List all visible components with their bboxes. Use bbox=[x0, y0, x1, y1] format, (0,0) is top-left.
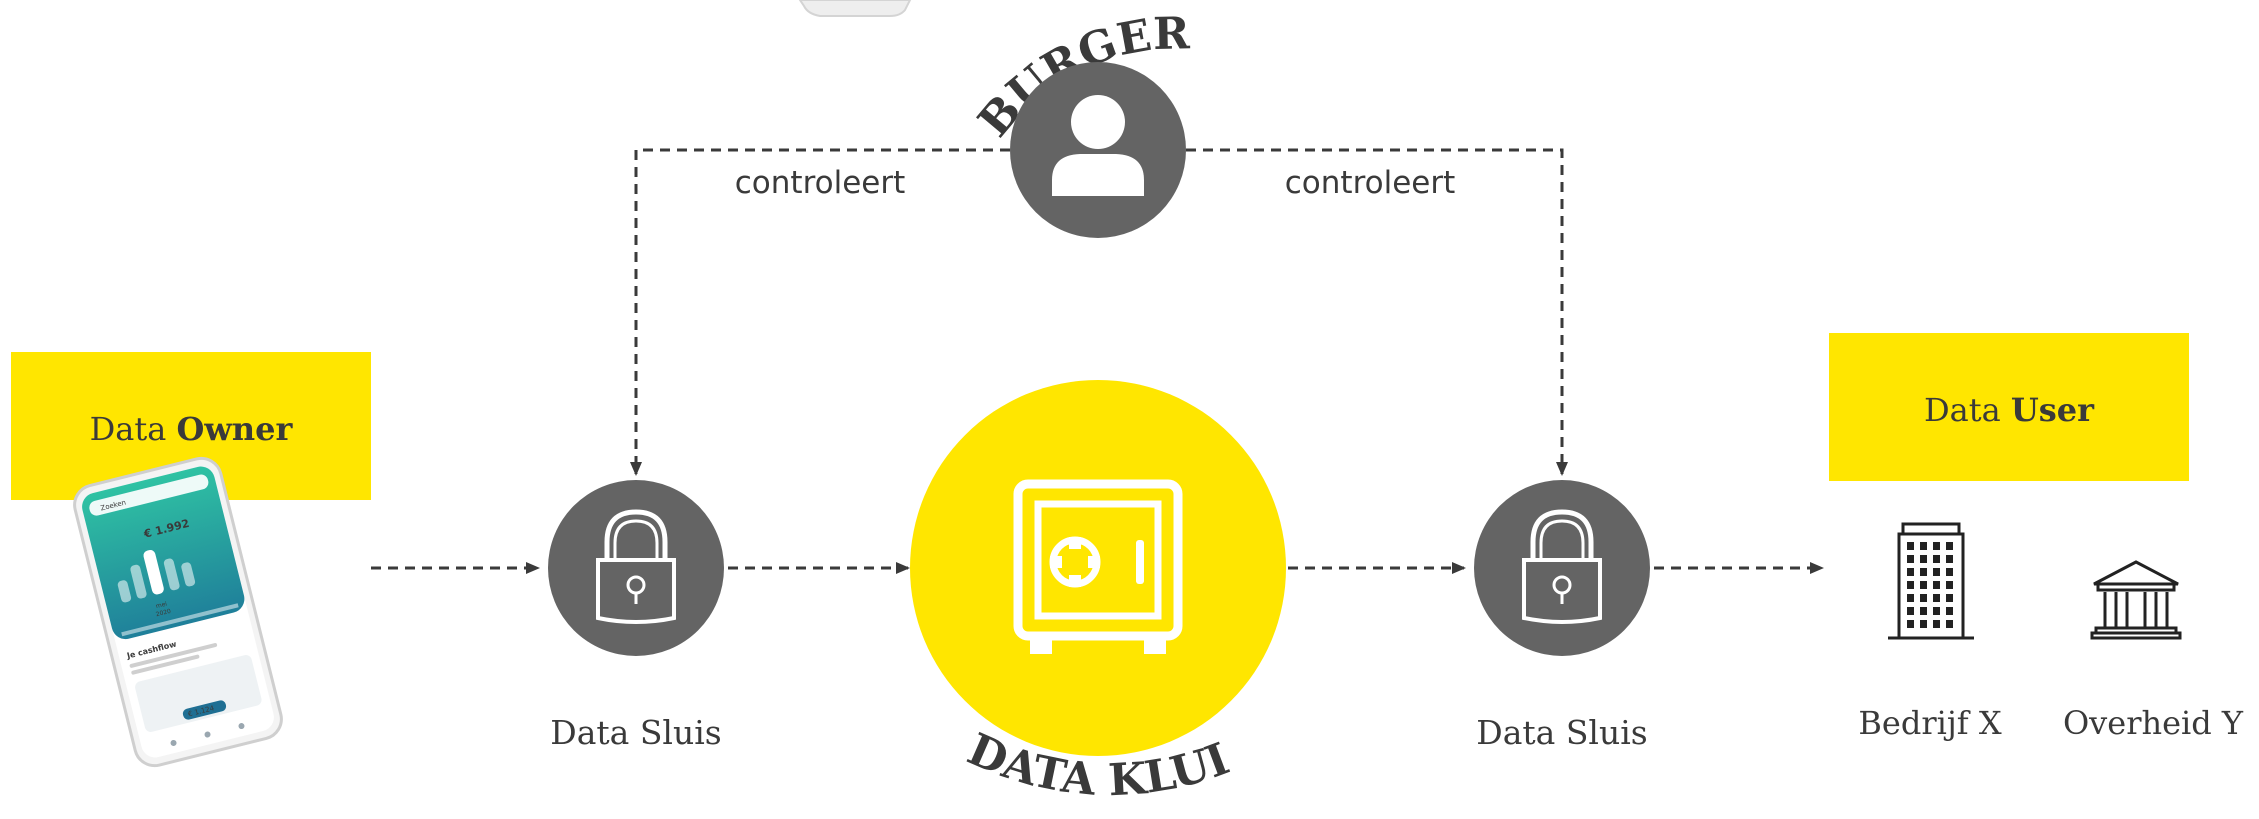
control-line-right bbox=[1186, 148, 1568, 476]
building-window bbox=[1907, 568, 1914, 576]
phone-month: mei bbox=[155, 600, 168, 610]
building-window bbox=[1920, 581, 1927, 589]
building-window bbox=[1920, 555, 1927, 563]
building-window bbox=[1920, 568, 1927, 576]
building-window bbox=[1920, 620, 1927, 628]
data-user-strong: User bbox=[2011, 391, 2095, 429]
building-window bbox=[1946, 568, 1953, 576]
building-window bbox=[1946, 542, 1953, 550]
building-window bbox=[1946, 581, 1953, 589]
data-user-box: Data User bbox=[1829, 333, 2189, 481]
office-building-icon bbox=[1888, 522, 1974, 640]
building-window bbox=[1907, 594, 1914, 602]
building-window bbox=[1920, 607, 1927, 615]
building-window bbox=[1907, 542, 1914, 550]
svg-text:Data Owner: Data Owner bbox=[90, 410, 294, 448]
controls-left-label: controleert bbox=[735, 165, 906, 201]
recipient-government-label: Overheid Y bbox=[2063, 704, 2244, 742]
recipient-company-label: Bedrijf X bbox=[1858, 704, 2001, 742]
building-window bbox=[1933, 555, 1940, 563]
phone-mockup: Zoeken € 1.992 mei 2020 Je cashflow € 1.… bbox=[73, 456, 283, 768]
building-window bbox=[1920, 594, 1927, 602]
device-fragment bbox=[798, 0, 912, 17]
building-window bbox=[1933, 542, 1940, 550]
building-window bbox=[1946, 555, 1953, 563]
building-window bbox=[1933, 620, 1940, 628]
building-window bbox=[1907, 555, 1914, 563]
government-building-icon bbox=[2090, 560, 2182, 640]
control-line-left bbox=[630, 148, 1010, 476]
phone-year: 2020 bbox=[155, 608, 172, 619]
safe-icon bbox=[1013, 479, 1183, 654]
data-owner-prefix: Data bbox=[90, 410, 177, 448]
building-window bbox=[1907, 581, 1914, 589]
building-window bbox=[1933, 594, 1940, 602]
building-window bbox=[1933, 607, 1940, 615]
svg-text:Data User: Data User bbox=[1924, 391, 2095, 429]
building-window bbox=[1933, 581, 1940, 589]
data-owner-strong: Owner bbox=[176, 410, 293, 448]
data-user-prefix: Data bbox=[1924, 391, 2011, 429]
controls-right-label: controleert bbox=[1285, 165, 1456, 201]
person-icon bbox=[1010, 62, 1186, 238]
building-window bbox=[1907, 620, 1914, 628]
building-window bbox=[1933, 568, 1940, 576]
building-window bbox=[1920, 542, 1927, 550]
building-window bbox=[1946, 594, 1953, 602]
building-window bbox=[1946, 620, 1953, 628]
lock-icon bbox=[1474, 480, 1650, 656]
building-window bbox=[1946, 607, 1953, 615]
lock-icon bbox=[548, 480, 724, 656]
sluis-right-label: Data Sluis bbox=[1476, 713, 1647, 752]
building-window bbox=[1907, 607, 1914, 615]
sluis-left-label: Data Sluis bbox=[550, 713, 721, 752]
